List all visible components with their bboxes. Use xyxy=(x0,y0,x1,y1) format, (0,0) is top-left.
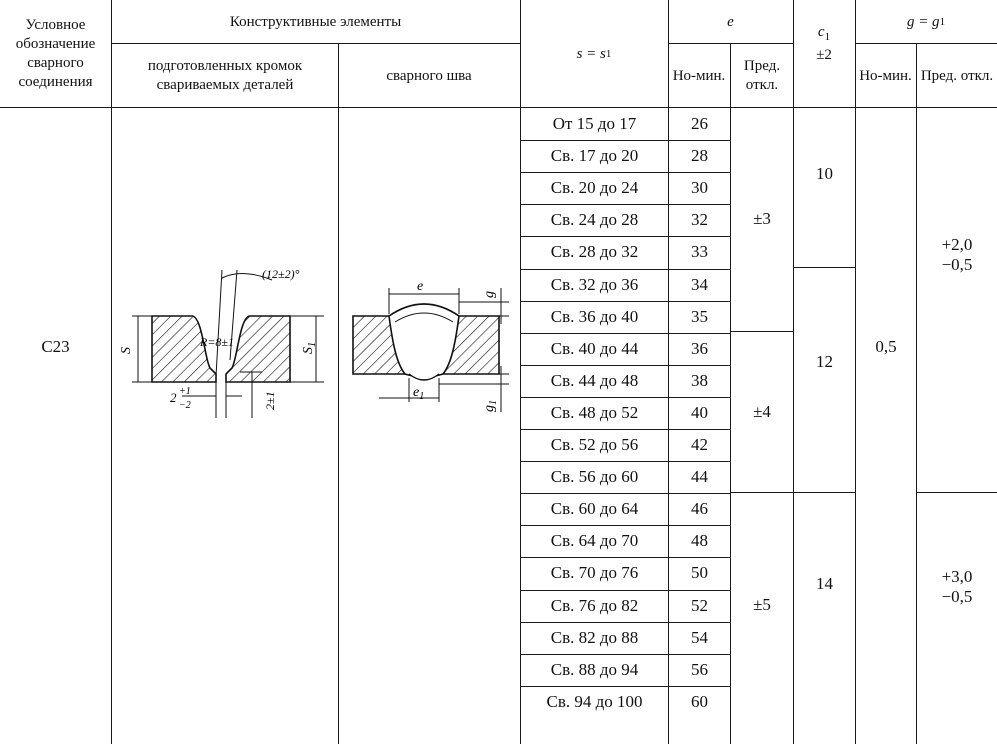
row-s-range: Св. 94 до 100 xyxy=(546,691,643,711)
svg-text:S1: S1 xyxy=(301,342,318,354)
row-s-range: Св. 82 до 88 xyxy=(550,627,639,647)
row-divider xyxy=(520,525,730,526)
weld-drawing: e g e1 g1 xyxy=(352,279,509,412)
row-e-nominal: 38 xyxy=(691,370,708,390)
row-s-range: Св. 28 до 32 xyxy=(550,242,639,262)
row-s-range: Св. 17 до 20 xyxy=(550,146,639,166)
row-s-range: Св. 88 до 94 xyxy=(550,659,639,679)
row-divider xyxy=(520,204,730,205)
row-e-nominal: 34 xyxy=(691,274,708,294)
row-s-range: Св. 40 до 44 xyxy=(550,338,639,358)
header-designation: Условное обозначение сварного соединения xyxy=(15,17,96,90)
row-s-range: Св. 70 до 76 xyxy=(550,563,639,583)
joint-code: С23 xyxy=(41,337,70,356)
row-divider xyxy=(520,140,730,141)
g-tolerance-group-2: +3,0−0,5 xyxy=(941,567,973,606)
row-e-nominal: 44 xyxy=(691,467,708,487)
row-e-nominal: 50 xyxy=(691,563,708,583)
header-structural-elements: Конструктивные элементы xyxy=(229,13,402,30)
c1-group-3: 14 xyxy=(816,574,833,593)
row-e-nominal: 56 xyxy=(691,659,708,679)
row-e-nominal: 28 xyxy=(691,146,708,166)
row-s-range: Св. 32 до 36 xyxy=(550,274,639,294)
row-divider xyxy=(520,365,730,366)
row-e-nominal: 52 xyxy=(691,595,708,615)
header-e: e xyxy=(727,13,734,30)
row-s-range: Св. 36 до 40 xyxy=(550,306,639,326)
row-s-range: Св. 24 до 28 xyxy=(550,210,639,230)
row-divider xyxy=(520,590,730,591)
row-e-nominal: 60 xyxy=(691,691,708,711)
row-e-nominal: 48 xyxy=(691,531,708,551)
header-e-nominal: Но-мин. xyxy=(672,67,726,84)
g-nominal: 0,5 xyxy=(875,337,897,356)
row-s-range: Св. 48 до 52 xyxy=(550,402,639,422)
svg-text:g1: g1 xyxy=(482,400,499,412)
row-s-range: Св. 52 до 56 xyxy=(550,435,639,455)
header-e-tolerance: Пред. откл. xyxy=(743,58,781,93)
row-divider xyxy=(520,557,730,558)
svg-text:+1: +1 xyxy=(179,386,191,397)
row-divider xyxy=(520,333,730,334)
row-divider xyxy=(520,654,730,655)
e-tolerance-group-3: ±5 xyxy=(753,594,771,614)
header-prepared-edges: подготовленных кромок свариваемых детале… xyxy=(147,58,303,93)
row-s-range: Св. 20 до 24 xyxy=(550,178,639,198)
c1-group-2: 12 xyxy=(816,351,833,371)
svg-text:e1: e1 xyxy=(413,385,424,402)
prepared-edges-drawing: (12±2)° R=8±1 S S1 2 +1 −2 2±1 xyxy=(119,267,324,418)
svg-text:R=8±1: R=8±1 xyxy=(199,335,234,349)
row-e-nominal: 30 xyxy=(691,178,708,198)
row-divider xyxy=(520,493,730,494)
row-divider xyxy=(520,301,730,302)
row-divider xyxy=(520,686,730,687)
row-divider xyxy=(520,461,730,462)
header-g-tolerance: Пред. откл. xyxy=(920,67,994,84)
row-e-nominal: 42 xyxy=(691,435,708,455)
row-s-range: Св. 76 до 82 xyxy=(550,595,639,615)
c1-group-1: 10 xyxy=(816,164,833,183)
row-s-range: Св. 44 до 48 xyxy=(550,370,639,390)
g-tolerance-group-1: +2,0−0,5 xyxy=(941,235,973,274)
row-e-nominal: 54 xyxy=(691,627,708,647)
row-s-range: Св. 56 до 60 xyxy=(550,467,639,487)
row-s-range: От 15 до 17 xyxy=(552,114,637,134)
row-divider xyxy=(520,397,730,398)
row-divider xyxy=(520,429,730,430)
svg-text:e: e xyxy=(417,279,423,294)
row-e-nominal: 35 xyxy=(691,306,708,326)
svg-text:−2: −2 xyxy=(179,400,191,411)
svg-text:2±1: 2±1 xyxy=(263,391,277,410)
row-e-nominal: 32 xyxy=(691,210,708,230)
svg-text:2: 2 xyxy=(170,390,177,405)
row-divider xyxy=(520,172,730,173)
row-divider xyxy=(520,622,730,623)
row-s-range: Св. 60 до 64 xyxy=(550,499,639,519)
header-g-nominal: Но-мин. xyxy=(859,67,912,84)
svg-text:(12±2)°: (12±2)° xyxy=(262,267,300,281)
row-e-nominal: 46 xyxy=(691,499,708,519)
row-e-nominal: 26 xyxy=(691,114,708,134)
row-divider xyxy=(520,269,730,270)
header-c1: c1 ±2 xyxy=(816,23,832,63)
row-divider xyxy=(520,236,730,237)
row-s-range: Св. 64 до 70 xyxy=(550,531,639,551)
e-tolerance-group-2: ±4 xyxy=(753,401,771,421)
row-e-nominal: 33 xyxy=(691,242,708,262)
header-weld: сварного шва xyxy=(386,68,472,84)
row-e-nominal: 36 xyxy=(691,338,708,358)
row-e-nominal: 40 xyxy=(691,402,708,422)
svg-text:g: g xyxy=(482,291,497,298)
svg-text:S: S xyxy=(119,347,134,354)
e-tolerance-group-1: ±3 xyxy=(753,209,771,228)
